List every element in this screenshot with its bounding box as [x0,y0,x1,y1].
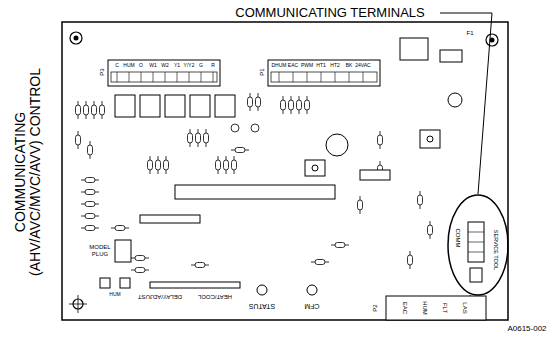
dip-switch [100,278,240,288]
silkscreen-label: C [115,63,119,69]
silkscreen-label: EAC [402,302,409,314]
silkscreen-label: SERVICE TOOL [493,230,499,270]
resistor-symbol [76,93,433,273]
callout-label: COMMUNICATING TERMINALS [235,6,424,20]
silkscreen-label: EAC [288,63,298,69]
silkscreen-label: COMM [455,229,462,248]
circuit-board [62,22,508,320]
silkscreen-label: DELAY/ADJUST [138,294,182,301]
capacitor [231,93,462,156]
silkscreen-label: F1 [466,30,473,37]
silkscreen-label: HUM [109,292,120,298]
board-title: COMMUNICATING (AHV/AVC/MVC/AVV) CONTROL [13,62,44,282]
silkscreen-label: BK [346,63,353,69]
silkscreen-label: P3 [99,68,106,75]
silkscreen-label: DHUM [272,63,287,69]
silkscreen-label: G [199,63,203,69]
p1-connector [268,60,380,86]
silkscreen-label: PWM [301,63,313,69]
silkscreen-label: HT2 [330,63,339,69]
silkscreen-label: CFM [304,302,319,310]
mounting-hole [486,34,498,46]
silkscreen-label: P2 [372,304,379,311]
model-plug-socket [115,240,131,262]
microcontroller-chip [175,185,335,199]
transistor [305,38,462,176]
led [257,285,317,295]
chip [140,215,200,223]
silkscreen-label: P1 [259,68,266,75]
silkscreen-label: O [139,63,143,69]
leader-line [440,13,492,194]
chip [360,170,390,180]
silkscreen-label: HUM [123,63,134,69]
silkscreen-label: W1 [149,63,157,69]
relay-block [115,95,235,117]
silkscreen-label: STATUS [249,302,276,310]
comm-terminal-block [468,222,484,282]
silkscreen-label: Y/Y2 [184,63,195,69]
p2-connector [386,296,486,320]
highlight-ellipse [448,195,508,295]
p3-connector [108,60,220,86]
silkscreen-label: LAS [462,302,469,313]
silkscreen-label: 24VAC [355,63,370,69]
silkscreen-label: FLT [442,303,449,313]
silkscreen-label: Y1 [174,63,180,69]
silkscreen-label: HT1 [316,63,325,69]
silkscreen-label: HUM [422,301,429,315]
mounting-hole [70,32,82,44]
silkscreen-label: MODEL PLUG [88,244,112,257]
silkscreen-label: HEAT/COOL [198,294,232,301]
figure-code: A0615-002 [507,325,546,334]
silkscreen-label: R [211,63,215,69]
silkscreen-label: W2 [161,63,169,69]
mounting-hole [69,295,87,313]
